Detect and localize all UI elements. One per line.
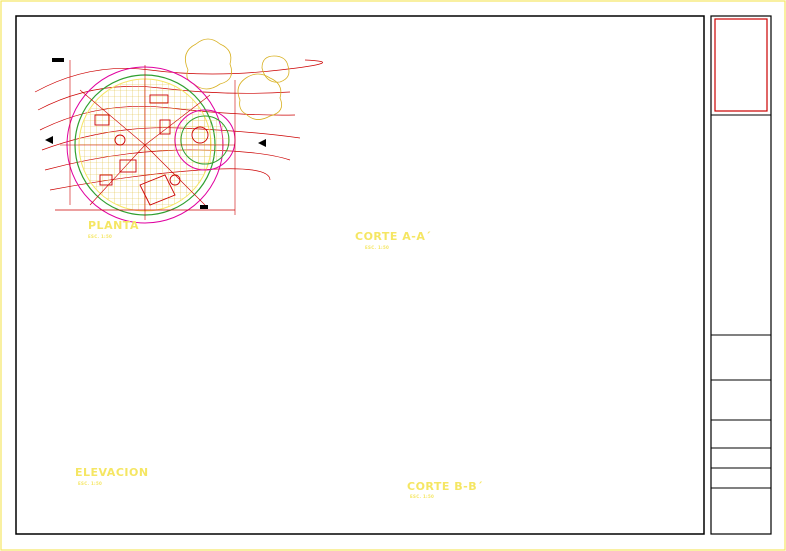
drawing-frame [15,15,705,535]
plan-title: PLANTA [88,219,139,232]
section-a-title: CORTE A-A´ [355,230,432,243]
title-block [710,15,772,535]
section-a-scale: ESC. 1:50 [365,245,390,250]
title-block-logo-box [714,18,768,112]
elevation-title: ELEVACION [75,466,149,479]
section-b-scale: ESC. 1:50 [410,494,435,499]
section-b-title: CORTE B-B´ [407,480,484,493]
plan-view [34,38,323,224]
elevation-scale: ESC. 1:50 [78,481,103,486]
plan-scale: ESC. 1:50 [88,234,113,239]
